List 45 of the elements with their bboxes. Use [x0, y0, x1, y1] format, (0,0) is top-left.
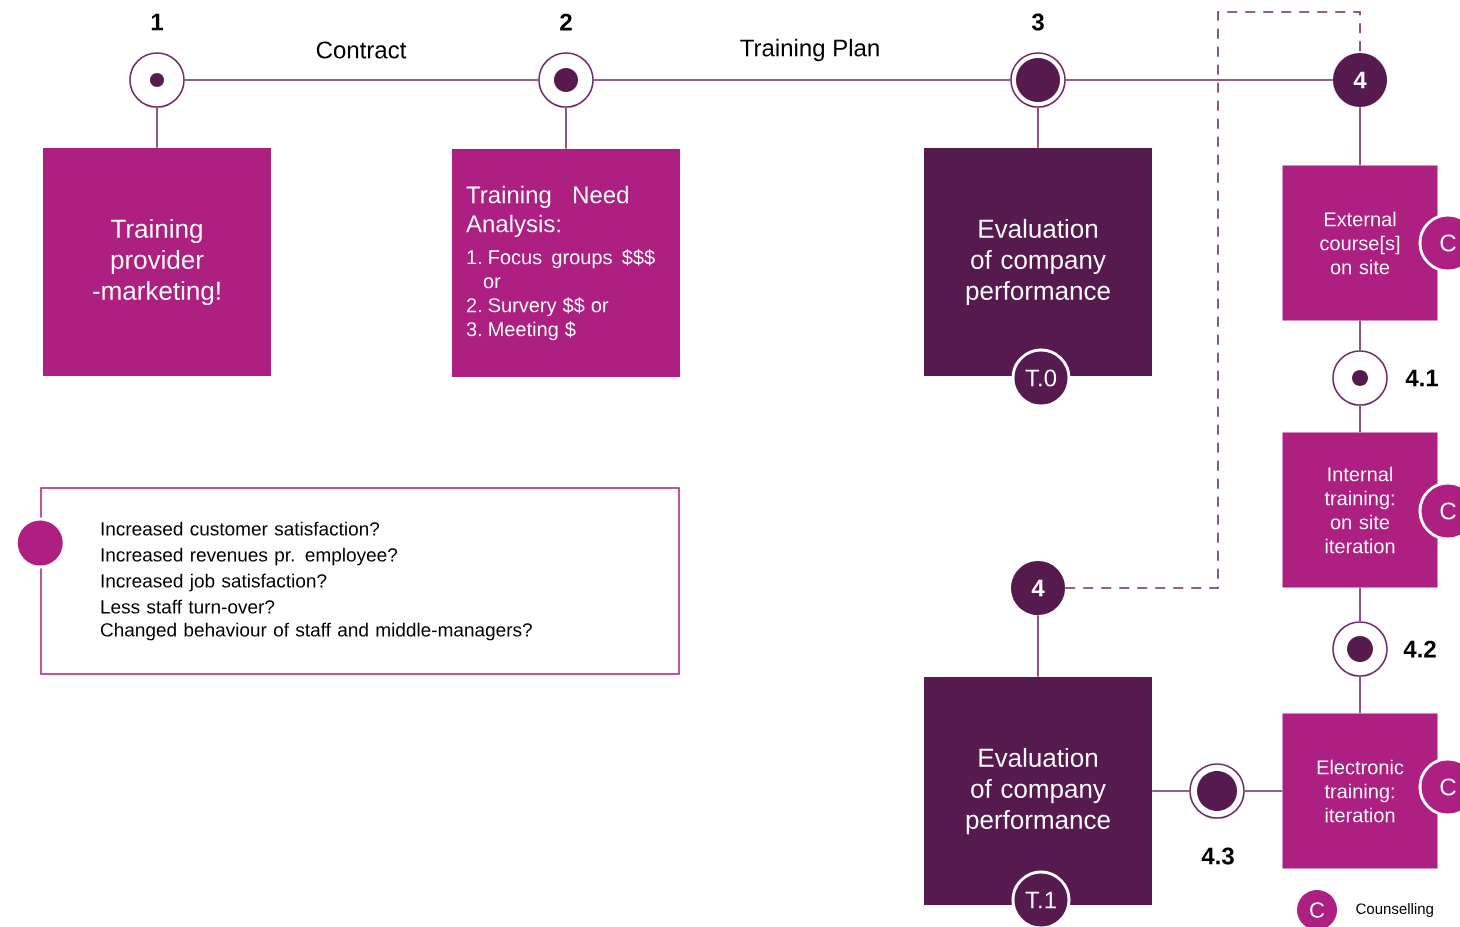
step-number: 3 [1031, 13, 1044, 31]
circle-badge: T.0 [1011, 348, 1071, 408]
connector-line [156, 107, 158, 149]
milestone-circle [1189, 763, 1245, 819]
edge-label: Contract [313, 39, 409, 61]
connector-line [593, 79, 1011, 81]
process-box: Training provider -marketing! [43, 148, 271, 376]
connector-line [1064, 11, 1361, 589]
connector-line [1359, 676, 1361, 715]
connector-line [1037, 107, 1039, 149]
step-number: 1 [151, 13, 163, 31]
connector-line [565, 107, 567, 150]
connector-line [1244, 790, 1284, 792]
connector-line [1359, 319, 1361, 351]
milestone-circle [1332, 350, 1388, 406]
connector-line [1065, 79, 1334, 81]
process-box: External course[s] on site [1282, 165, 1438, 321]
connector-line [184, 79, 539, 81]
process-box: Training Need Analysis: 1. Focus groups $$$ or 2. Survery $$ or 3. Meeting $ [452, 149, 680, 377]
node-label: C [1440, 502, 1456, 520]
node-label: C [1440, 234, 1456, 252]
swatch-letter: C [1310, 902, 1325, 918]
circle-badge: C [1418, 757, 1460, 817]
step-number: 2 [560, 13, 572, 31]
circle-badge: C [1418, 213, 1460, 273]
connector-line [1359, 405, 1361, 434]
step-number: 4.2 [1403, 640, 1436, 658]
circle-badge: C [1418, 481, 1460, 541]
connector-line [1037, 614, 1039, 678]
legend-label: Counselling [1356, 903, 1433, 917]
connector-line [1359, 106, 1361, 167]
process-box: Internal training: on site iteration [1282, 432, 1438, 588]
node-label: C [1440, 778, 1456, 796]
milestone-circle [1332, 621, 1388, 677]
connector-line [1359, 586, 1361, 622]
milestone-circle [538, 52, 594, 108]
step-number: 4.3 [1201, 847, 1234, 865]
milestone-circle [129, 52, 185, 108]
circle-badge: T.1 [1011, 870, 1071, 927]
edge-label: Training Plan [737, 36, 883, 64]
step-number: 4.1 [1405, 369, 1438, 387]
connector-line [1151, 790, 1190, 792]
question-box: Increased customer satisfaction? Increased revenues pr. employee? Increased job satisfaction? Less staff turn-over? Changed behaviour of staff and middle-managers? [40, 487, 680, 675]
process-box: Electronic training: iteration [1282, 713, 1438, 869]
milestone-circle [1010, 52, 1066, 108]
